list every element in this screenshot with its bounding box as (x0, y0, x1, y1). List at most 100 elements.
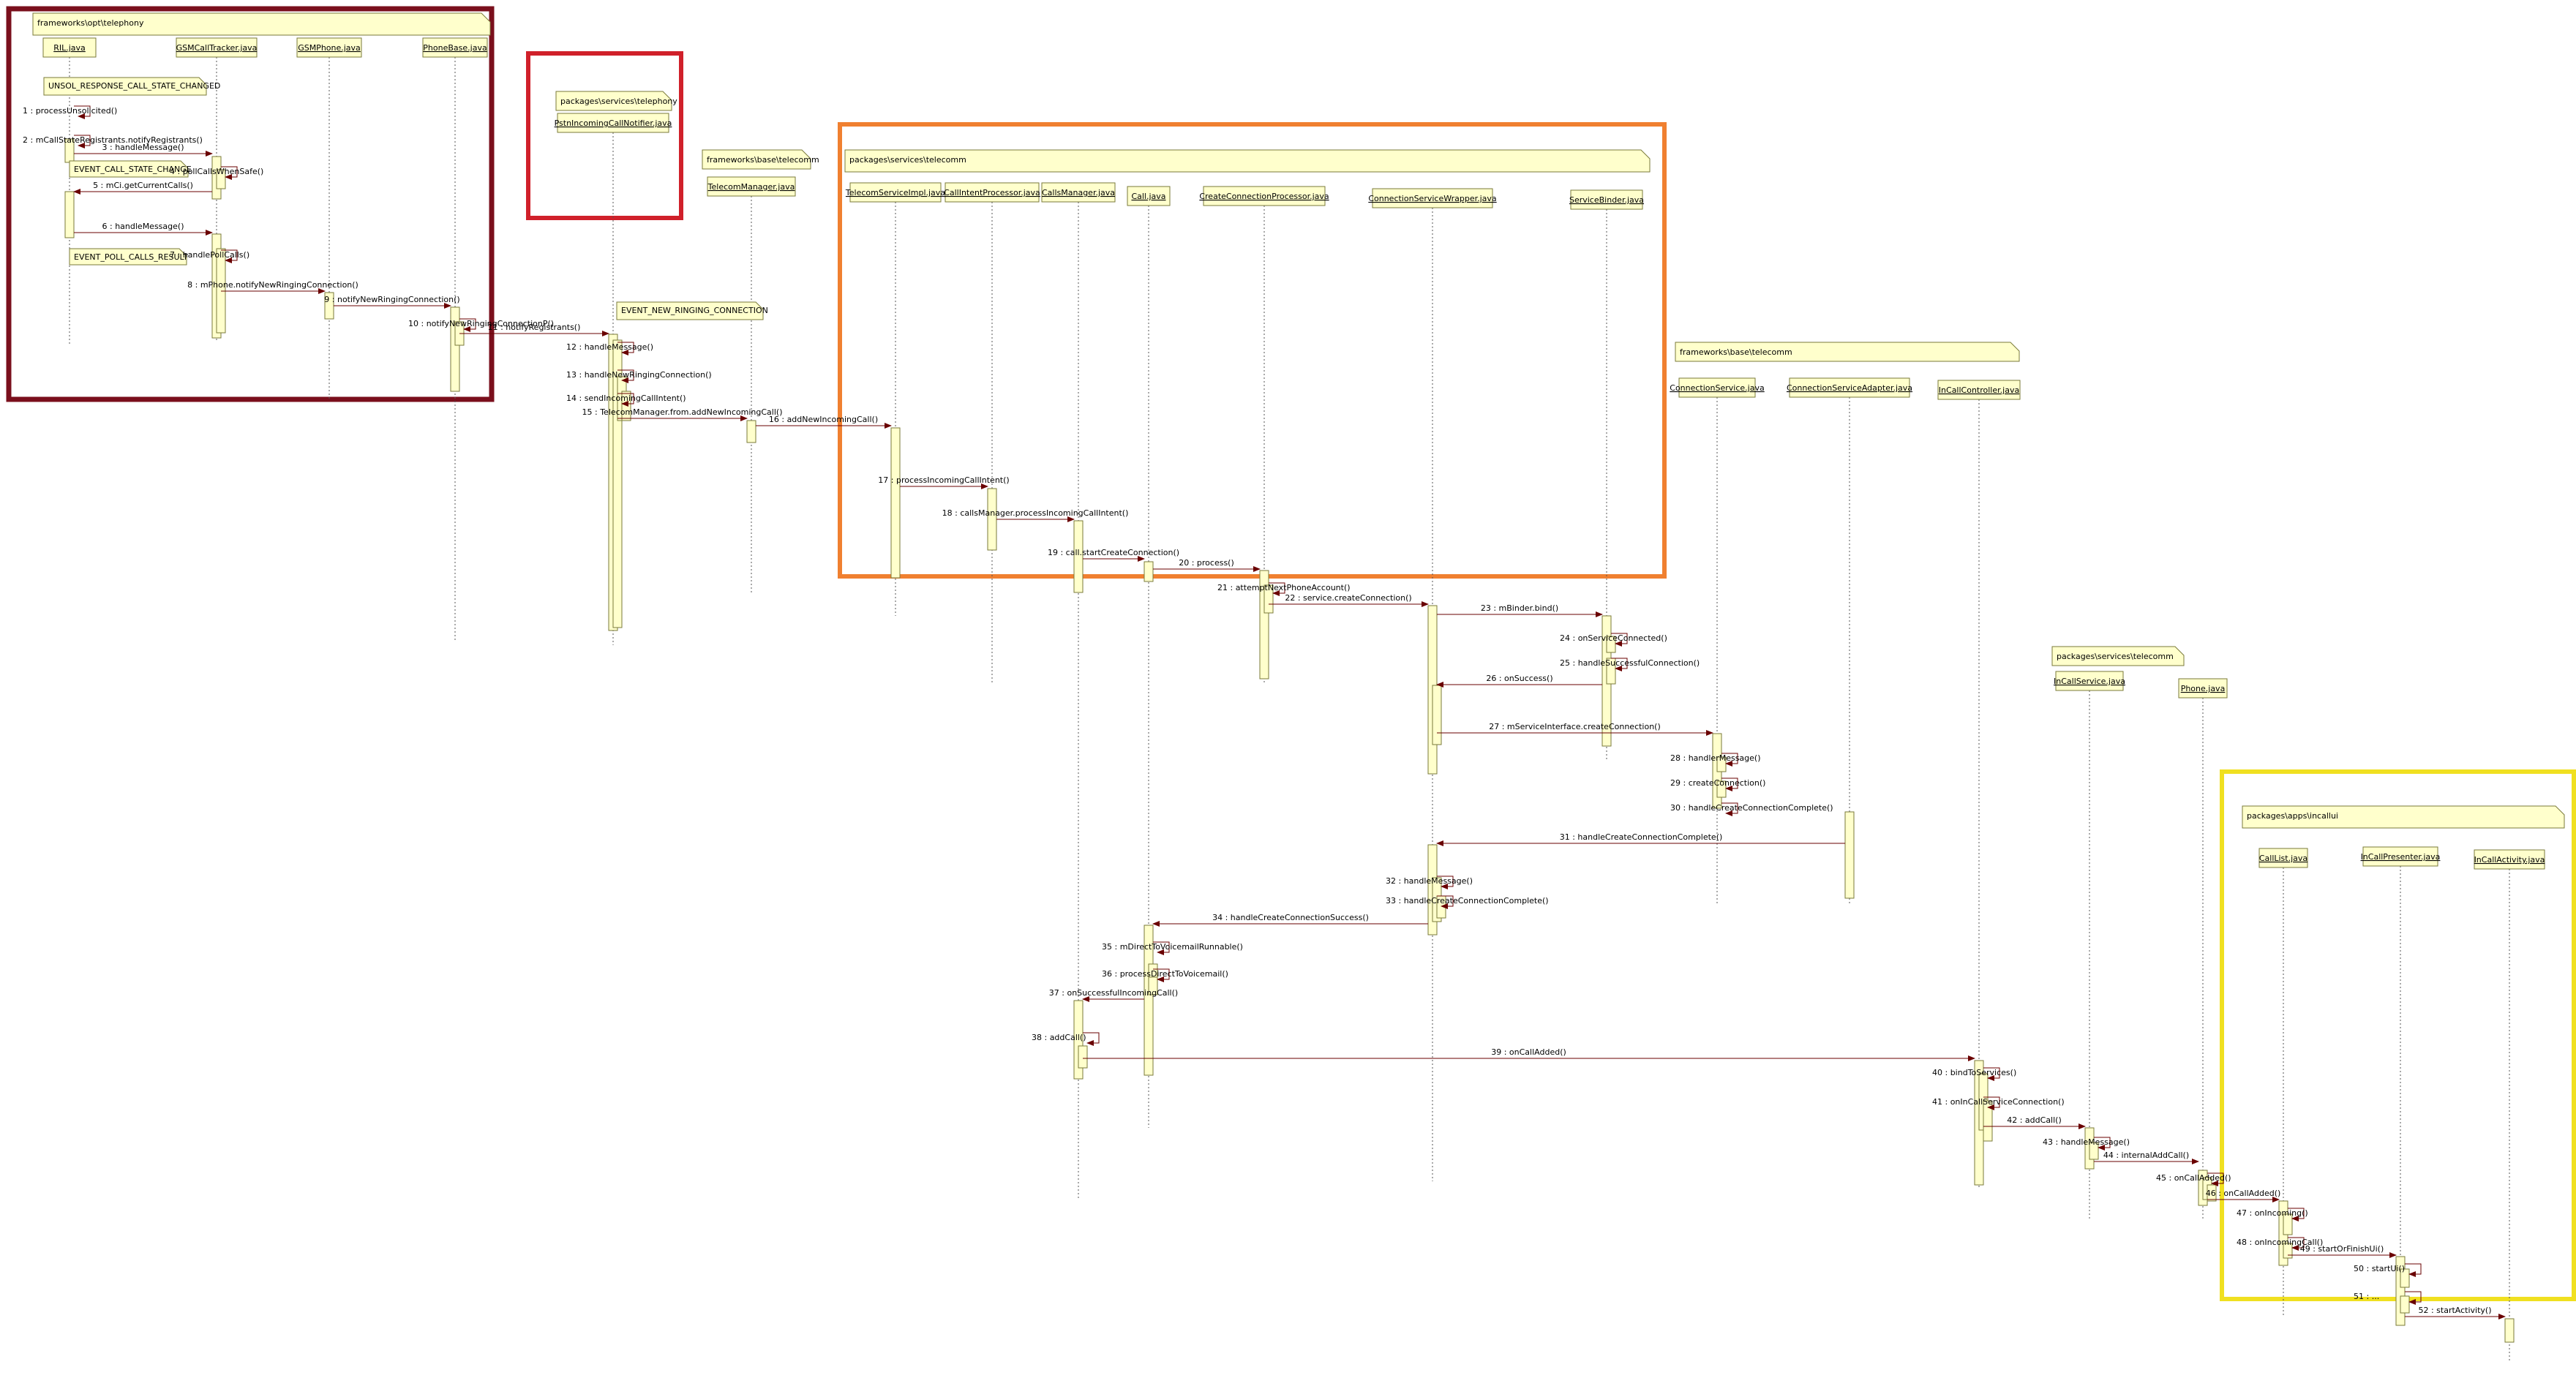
lifeline-head (1789, 377, 1910, 398)
message-14: 14 : sendIncomingCallIntent() (566, 393, 686, 407)
message-36: 36 : processDirectToVoicemail() (1102, 968, 1228, 982)
lifeline-head (945, 182, 1040, 203)
message-3: 3 : handleMessage() (74, 143, 213, 157)
package-label: packages\services\telephony (560, 97, 677, 106)
self-message-arrow (1437, 895, 1454, 909)
note-unsol: UNSOL_RESPONSE_CALL_STATE_CHANGED (43, 77, 220, 96)
message-18: 18 : callsManager.processIncomingCallInt… (942, 508, 1129, 522)
self-message-arrow (1611, 658, 1628, 671)
lifeline-head (557, 113, 669, 133)
message-7: 7 : handlePollCalls() (170, 249, 249, 263)
message-44: 44 : internalAddCall() (2094, 1151, 2199, 1164)
lifeline-label: TelecomManager.java (707, 182, 795, 192)
message-label: 37 : onSuccessfulIncomingCall() (1049, 988, 1178, 998)
message-label: 12 : handleMessage() (566, 342, 653, 352)
lifeline-csa: ConnectionServiceAdapter.java (1787, 377, 1912, 906)
frame-telecom-service (838, 122, 1667, 579)
message-label: 15 : TelecomManager.from.addNewIncomingC… (582, 407, 783, 417)
self-message-arrow (1721, 753, 1738, 767)
lifeline-head (849, 182, 942, 203)
message-2: 2 : mCallStateRegistrants.notifyRegistra… (23, 135, 203, 148)
message-label: 40 : bindToServices() (1932, 1068, 2016, 1077)
message-label: 44 : internalAddCall() (2103, 1151, 2189, 1160)
message-label: 23 : mBinder.bind() (1481, 603, 1558, 613)
package-note (555, 91, 672, 111)
message-label: 21 : attemptNextPhoneAccount() (1217, 583, 1351, 592)
self-message-arrow (1721, 802, 1738, 816)
message-1: 1 : processUnsolicited() (23, 105, 117, 119)
lifeline-telmgr: TelecomManager.java (707, 176, 796, 594)
package-label: frameworks\opt\telephony (37, 18, 144, 28)
message-35: 35 : mDirectToVoicemailRunnable() (1102, 941, 1243, 955)
lifeline-label: TelecomServiceImpl.java (845, 188, 945, 197)
message-47: 47 : onIncoming() (2237, 1208, 2308, 1221)
lifeline-label: ServiceBinder.java (1569, 195, 1644, 205)
self-message-arrow (617, 342, 634, 355)
message-label: 2 : mCallStateRegistrants.notifyRegistra… (23, 135, 203, 145)
self-message-arrow (221, 166, 238, 180)
lifeline-ccp: CreateConnectionProcessor.java (1199, 186, 1329, 684)
message-label: 6 : handleMessage() (102, 222, 184, 231)
message-8: 8 : mPhone.notifyNewRingingConnection() (187, 280, 358, 294)
message-19: 19 : call.startCreateConnection() (1048, 548, 1179, 562)
self-message-arrow (1611, 633, 1628, 647)
message-25: 25 : handleSuccessfulConnection() (1560, 658, 1700, 671)
message-label: 46 : onCallAdded() (2206, 1189, 2281, 1198)
lifeline-cip: CallIntentProcessor.java (944, 182, 1040, 684)
note-label: EVENT_POLL_CALLS_RESULT (74, 252, 188, 262)
note-shape (69, 248, 187, 266)
message-label: 8 : mPhone.notifyNewRingingConnection() (187, 280, 358, 290)
frame-telephony-framework (6, 6, 495, 402)
lifeline-label: InCallActivity.java (2474, 855, 2545, 865)
lifeline-label: InCallService.java (2054, 677, 2125, 686)
message-28: 28 : handlerMessage() (1670, 753, 1761, 767)
package-note (2242, 805, 2565, 829)
activation-bar-ics (2089, 1142, 2099, 1160)
message-38: 38 : addCall() (1032, 1032, 1100, 1046)
note-event-call: EVENT_CALL_STATE_CHANGE (69, 160, 192, 178)
message-label: 51 : ... (2354, 1292, 2379, 1301)
lifeline-head (707, 176, 796, 197)
lifeline-label: Phone.java (2181, 684, 2226, 693)
lifeline-icc: InCallController.java (1937, 380, 2021, 1189)
message-21: 21 : attemptNextPhoneAccount() (1217, 582, 1351, 596)
lifeline-label: PstnIncomingCallNotifier.java (555, 118, 672, 128)
message-34: 34 : handleCreateConnectionSuccess() (1152, 913, 1428, 927)
lifeline-label: ConnectionServiceWrapper.java (1368, 194, 1496, 203)
note-shape (69, 160, 189, 178)
message-48: 48 : onIncomingCall() (2237, 1237, 2323, 1251)
lifeline-icp: InCallPresenter.java (2361, 846, 2440, 1320)
package-pkg-fw-base: frameworks\base\telecomm (702, 149, 819, 170)
message-label: 17 : processIncomingCallIntent() (878, 475, 1009, 485)
message-52: 52 : startActivity() (2405, 1306, 2506, 1319)
activation-bar-telmgr (746, 420, 756, 443)
message-24: 24 : onServiceConnected() (1560, 633, 1667, 647)
package-note (1675, 342, 2020, 362)
lifeline-label: Call.java (1131, 192, 1165, 201)
self-message-arrow (1083, 1032, 1100, 1046)
message-42: 42 : addCall() (1983, 1115, 2086, 1129)
message-label: 42 : addCall() (2007, 1115, 2062, 1125)
package-label: frameworks\base\telecomm (707, 155, 819, 165)
activation-bar-tsi (890, 427, 901, 579)
lifeline-label: CreateConnectionProcessor.java (1199, 192, 1329, 201)
self-message-arrow (1437, 876, 1454, 889)
package-label: packages\apps\incallui (2247, 811, 2338, 821)
message-46: 46 : onCallAdded() (2206, 1189, 2281, 1202)
message-label: 39 : onCallAdded() (1491, 1047, 1566, 1057)
message-40: 40 : bindToServices() (1932, 1067, 2016, 1081)
note-label: EVENT_CALL_STATE_CHANGE (74, 165, 192, 174)
self-message-arrow (2207, 1172, 2224, 1186)
message-10: 10 : notifyNewRingingConnectionP() (408, 318, 554, 332)
lifeline-head (2055, 671, 2124, 691)
self-message-arrow (221, 249, 238, 263)
lifeline-label: PhoneBase.java (423, 43, 487, 53)
lifeline-gsmphone: GSMPhone.java (296, 37, 362, 401)
message-label: 18 : callsManager.processIncomingCallInt… (942, 508, 1129, 518)
message-label: 4 : pollCallsWhenSafe() (170, 167, 263, 176)
note-shape (43, 77, 207, 96)
message-11: 11 : notifyRegistrants() (459, 323, 609, 336)
lifeline-head (1127, 186, 1171, 206)
message-49: 49 : startOrFinishUi() (2288, 1244, 2397, 1258)
